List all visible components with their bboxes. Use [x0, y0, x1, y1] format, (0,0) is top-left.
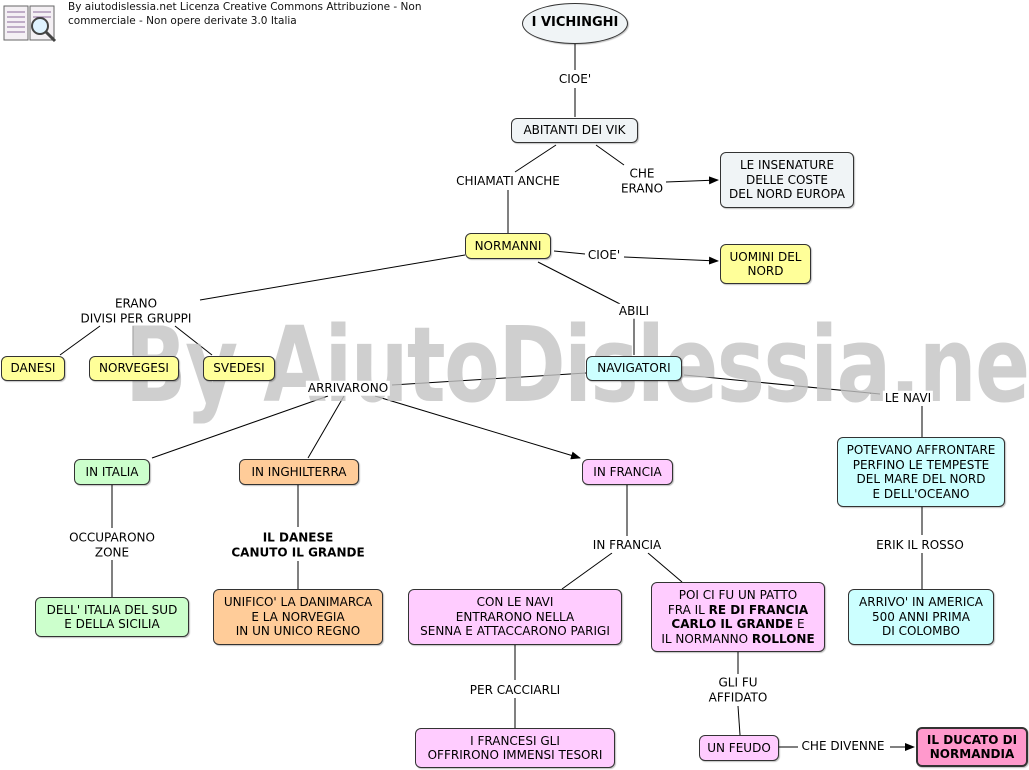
patto-il-normanno: IL NORMANNO [661, 631, 752, 646]
label-che-erano: CHE ERANO [618, 166, 666, 196]
label-gli-fu-affidato: GLI FU AFFIDATO [706, 675, 770, 705]
label-in-francia: IN FRANCIA [590, 537, 664, 553]
link-erano-danesi [59, 325, 101, 356]
link-navigatori-le-navi [683, 374, 881, 395]
patto-fra-il: FRA IL [667, 602, 709, 617]
link-normanni-cioe [553, 250, 586, 255]
patto-line-2: FRA IL RE DI FRANCIA [668, 603, 808, 618]
label-chiamati-anche: CHIAMATI ANCHE [454, 173, 562, 189]
node-arrivo-in-america: ARRIVO' IN AMERICA 500 ANNI PRIMA DI COL… [848, 589, 994, 645]
watermark-text: By AiutoDislessia.net [125, 304, 1029, 426]
link-normanni-abili [537, 261, 621, 305]
node-abitanti-dei-vik: ABITANTI DEI VIK [511, 118, 638, 143]
node-insenature: LE INSENATURE DELLE COSTE DEL NORD EUROP… [720, 152, 854, 208]
patto-e: E [793, 617, 805, 631]
label-erik-il-rosso: ERIK IL ROSSO [874, 537, 966, 553]
node-patto: POI CI FU UN PATTO FRA IL RE DI FRANCIA … [651, 582, 825, 652]
link-navigatori-arrivarono [391, 372, 587, 386]
node-in-francia: IN FRANCIA [582, 459, 673, 485]
node-con-le-navi: CON LE NAVI ENTRARONO NELLA SENNA E ATTA… [408, 589, 622, 645]
node-i-vichinghi: I VICHINGHI [522, 3, 628, 44]
patto-line-3: CARLO IL GRANDE E [671, 617, 804, 632]
patto-carlo-il-grande: CARLO IL GRANDE [671, 617, 794, 631]
node-svedesi: SVEDESI [203, 356, 275, 381]
label-per-cacciarli: PER CACCIARLI [467, 682, 563, 698]
link-arrivarono-inghilterra [307, 395, 345, 459]
label-erano-divisi: ERANO DIVISI PER GRUPPI [78, 296, 194, 326]
label-cioe-1: CIOE' [556, 71, 594, 87]
license-text: By aiutodislessia.net Licenza Creative C… [68, 1, 422, 27]
node-ducato-di-normandia: IL DUCATO DI NORMANDIA [916, 727, 1028, 767]
patto-rollone: ROLLONE [751, 631, 815, 646]
node-in-italia: IN ITALIA [74, 459, 150, 485]
node-immensi-tesori: I FRANCESI GLI OFFRIRONO IMMENSI TESORI [415, 728, 615, 768]
link-arrivarono-francia [374, 395, 581, 460]
label-abili: ABILI [616, 303, 652, 319]
link-erano-svedesi [174, 325, 213, 356]
node-un-feudo: UN FEUDO [699, 735, 779, 761]
label-le-navi: LE NAVI [882, 390, 934, 406]
link-abitanti-che-erano [595, 144, 625, 166]
link-cioe-uomini [623, 256, 719, 265]
label-che-divenne: CHE DIVENNE [799, 738, 887, 754]
label-occuparono-zone: OCCUPARONO ZONE [67, 530, 157, 560]
node-norvegesi: NORVEGESI [89, 356, 179, 381]
book-magnifier-logo [3, 5, 57, 43]
link-normanni-erano [199, 254, 466, 301]
node-italia-del-sud: DELL' ITALIA DEL SUD E DELLA SICILIA [35, 597, 189, 637]
link-in-francia-patto [647, 552, 683, 583]
link-abitanti-chiamati [514, 144, 557, 173]
label-cioe-2: CIOE' [585, 247, 623, 263]
node-potevano-affrontare: POTEVANO AFFRONTARE PERFINO LE TEMPESTE … [837, 437, 1005, 507]
node-danesi: DANESI [1, 356, 65, 381]
link-gli-fu-feudo [737, 705, 741, 736]
node-normanni: NORMANNI [465, 233, 551, 259]
patto-line-4: IL NORMANNO ROLLONE [661, 632, 814, 647]
node-navigatori: NAVIGATORI [586, 356, 682, 381]
label-arrivarono: ARRIVARONO [305, 380, 391, 396]
link-che-erano-insenature [665, 176, 719, 185]
link-in-francia-navi [561, 552, 613, 590]
node-uomini-del-nord: UOMINI DEL NORD [720, 244, 811, 284]
patto-line-1: POI CI FU UN PATTO [678, 588, 798, 602]
patto-re-di-francia: RE DI FRANCIA [708, 602, 809, 617]
node-unifico-regno: UNIFICO' LA DANIMARCA E LA NORVEGIA IN U… [213, 589, 383, 645]
link-arrivarono-italia [151, 395, 329, 459]
label-il-danese: IL DANESE CANUTO IL GRANDE [229, 530, 367, 560]
node-in-inghilterra: IN INGHILTERRA [239, 459, 359, 485]
